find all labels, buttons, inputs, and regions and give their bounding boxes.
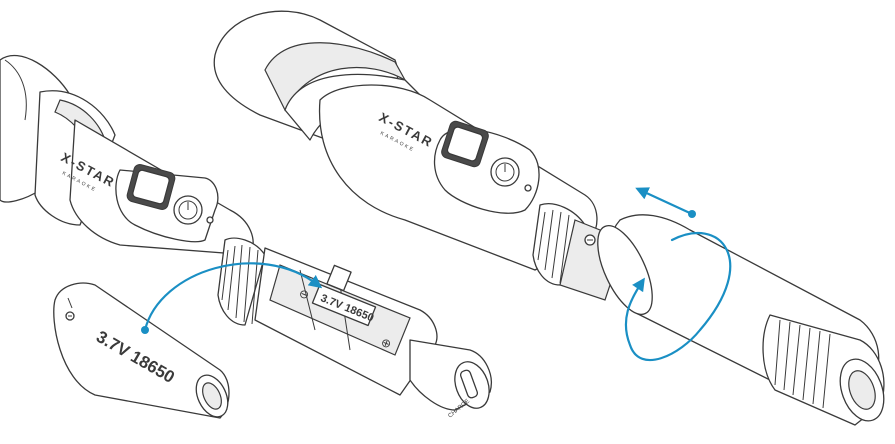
compartment-plus-symbol: ⊕ xyxy=(379,335,394,352)
left-power-button[interactable] xyxy=(173,195,203,225)
pull-direction-arrow xyxy=(635,187,694,216)
right-power-button[interactable] xyxy=(490,157,520,187)
left-thread xyxy=(217,237,266,326)
charge-port[interactable] xyxy=(459,369,479,399)
insert-arrow xyxy=(143,262,323,332)
left-microphone: ⊖ ⊕ 3.7V 18650 CHARGE X-STAR KARAOKE xyxy=(0,54,492,420)
loose-battery: 3.7V 18650 xyxy=(53,282,230,419)
compartment-minus-symbol: ⊖ xyxy=(297,286,312,303)
rotate-arrow-icon xyxy=(624,231,732,362)
right-microphone: X-STAR KARAOKE xyxy=(213,10,885,426)
left-charge-cap: CHARGE xyxy=(409,339,492,420)
left-battery-compartment: ⊖ ⊕ 3.7V 18650 xyxy=(254,247,438,396)
tube-knurled-end xyxy=(762,314,885,426)
